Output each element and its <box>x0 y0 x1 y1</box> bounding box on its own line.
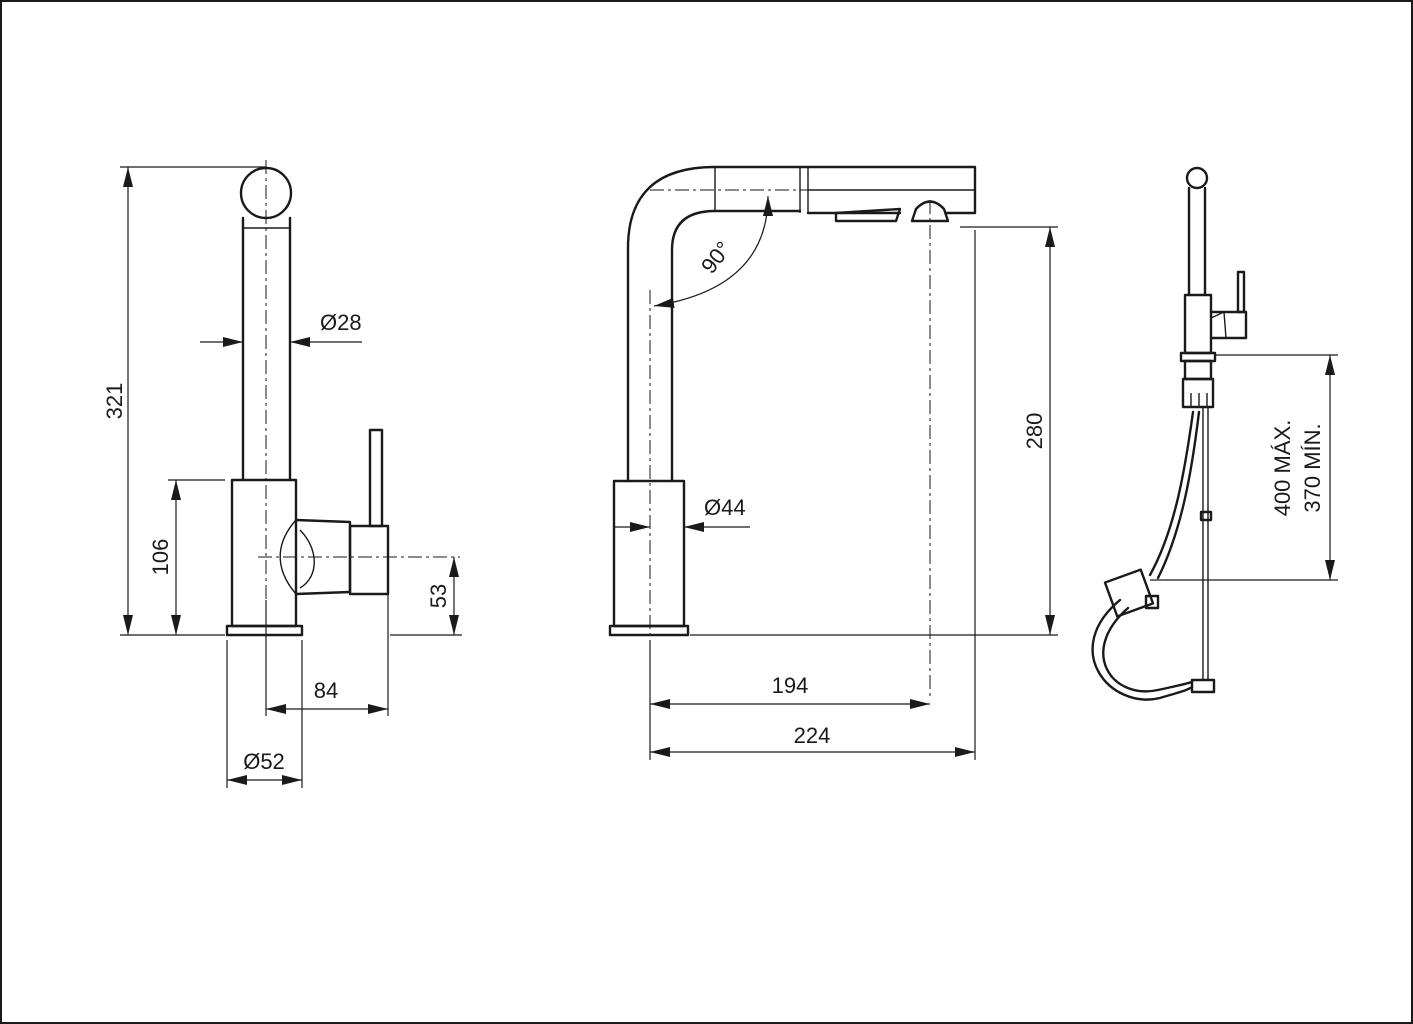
dim-hose-min: 370 MÍN. <box>1300 423 1325 512</box>
front-dimensions: 321 106 Ø28 53 84 Ø52 <box>102 166 462 788</box>
dim-angle: 90° <box>696 237 736 279</box>
dim-body-diameter: Ø44 <box>704 495 746 520</box>
hose-weight <box>1103 568 1155 618</box>
side-dimensions: 280 Ø44 194 224 <box>614 226 1058 760</box>
hose-view <box>1091 166 1248 701</box>
dim-hose-max: 400 MÁX. <box>1270 420 1295 517</box>
side-view: 90° <box>608 165 977 700</box>
dim-lever-height: 53 <box>426 584 451 608</box>
hose-dimensions: 400 MÁX. 370 MÍN. <box>1150 354 1338 581</box>
dim-spout-height: 280 <box>1022 413 1047 450</box>
angle-arc <box>653 195 773 308</box>
dim-height-total: 321 <box>102 383 127 420</box>
front-view <box>225 160 460 637</box>
dim-lever-reach: 84 <box>314 678 338 703</box>
dim-spout-reach: 194 <box>772 673 809 698</box>
dim-total-reach: 224 <box>794 723 831 748</box>
dim-base-diameter: Ø52 <box>243 749 285 774</box>
dim-spout-diameter: Ø28 <box>320 310 362 335</box>
dim-height-body: 106 <box>148 539 173 576</box>
